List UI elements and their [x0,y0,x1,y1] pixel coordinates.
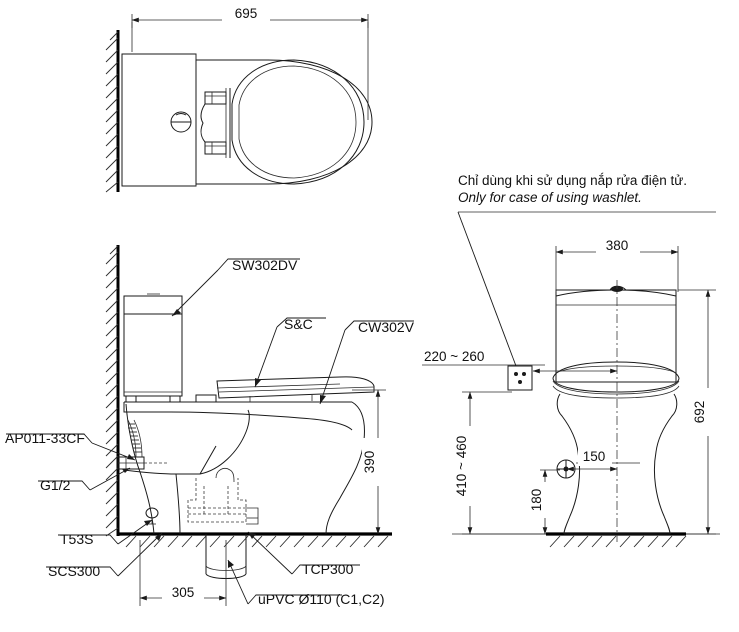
leader-tcp300 [247,531,360,575]
side-elevation-view: 390 305 [6,245,414,606]
callout-t53s-label: T53S [60,531,94,547]
front-dim-220-260-text: 220 ~ 260 [424,349,484,364]
callout-sc: S&C [284,316,313,334]
side-dim-305-text: 305 [172,585,195,600]
callout-sw302dv: SW302DV [232,257,297,275]
washlet-note: Chỉ dùng khi sử dụng nắp rửa điện tử. On… [458,172,687,206]
leader-t53s [58,519,153,545]
front-dimension-180: 180 [529,469,560,535]
front-dim-692-text: 692 [692,401,707,424]
front-dimension-410-460: 410 ~ 460 [454,391,546,535]
callout-t53s: T53S [60,531,93,549]
plan-bowl-outline [195,59,373,185]
plan-tank-outline [121,53,197,187]
front-dimension-692: 692 [678,289,716,535]
plan-seat-hinges [200,88,231,158]
top-plan-view: 695 [105,4,373,193]
callout-cw302v-label: CW302V [358,319,415,335]
side-hidden-trap [187,468,259,525]
side-dimension-390: 390 [352,389,386,535]
front-dim-380-text: 380 [606,238,629,253]
washlet-note-line-vi: Chỉ dùng khi sử dụng nắp rửa điện tử. [458,173,687,188]
front-dimension-150: 150 [566,448,640,472]
side-wall [105,245,120,537]
side-dimension-305: 305 [139,540,227,606]
leader-sw302dv [171,258,300,317]
side-seat-cover [195,376,375,403]
callout-tcp300: TCP300 [302,561,353,579]
side-tank [123,293,183,403]
leader-ap011 [6,433,136,461]
plan-wall [105,30,120,193]
washlet-note-line-en: Only for case of using washlet. [458,190,642,205]
power-socket-symbol [507,365,533,391]
callout-g12: G1/2 [40,477,70,495]
callout-g12-label: G1/2 [40,477,71,493]
leader-scs300 [46,532,163,577]
callout-ap011-33cf-label: AP011-33CF [5,430,85,446]
front-seat-cover [552,361,680,399]
front-floor [452,532,720,548]
plan-flush-lever [170,111,192,133]
callout-upvc: uPVC Ø110 (C1,C2) [258,591,385,609]
callout-cw302v: CW302V [358,319,414,337]
front-dimension-380: 380 [555,236,679,292]
plan-dim-695-text: 695 [235,6,258,21]
callout-ap011-33cf: AP011-33CF [5,430,85,448]
callout-scs300-label: SCS300 [48,563,101,579]
front-dimension-220-260: 220 ~ 260 [422,349,618,374]
callout-scs300: SCS300 [48,563,100,581]
side-dim-390-text: 390 [362,451,377,474]
leader-upvc [227,559,342,605]
front-dim-410-460-text: 410 ~ 460 [454,436,469,496]
callout-sc-label: S&C [284,316,313,332]
front-tank [555,285,677,383]
front-elevation-view: 380 692 220 ~ 260 41 [422,211,720,548]
side-angle-valve [117,419,168,470]
leader-sc [254,317,326,388]
leader-cw302v [319,320,414,405]
leader-g12 [38,467,131,491]
side-bowl [123,401,365,535]
plan-dimension-695: 695 [131,4,369,120]
side-floor-bolt [145,507,159,525]
callout-sw302dv-label: SW302DV [232,257,298,273]
front-dim-180-text: 180 [529,489,544,512]
note-leader-washlet [457,211,716,367]
front-dim-150-text: 150 [583,449,606,464]
callout-upvc-label: uPVC Ø110 (C1,C2) [258,591,385,607]
callout-tcp300-label: TCP300 [302,561,354,577]
plan-seat-cover [231,59,365,185]
